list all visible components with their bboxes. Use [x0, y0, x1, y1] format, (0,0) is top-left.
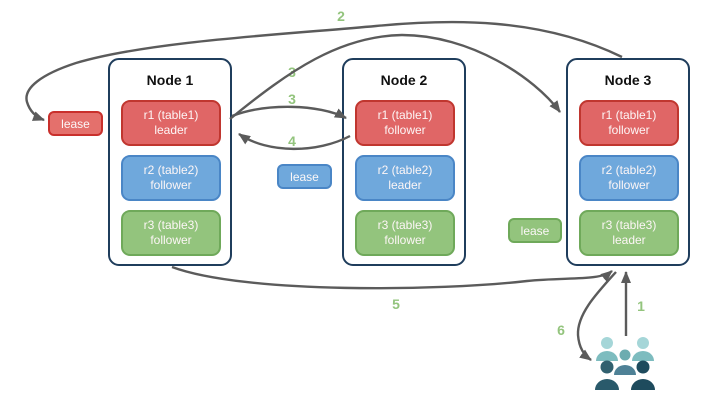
- replica-role: follower: [384, 233, 426, 247]
- node-1-replica-r2: r2 (table2) follower: [121, 155, 221, 201]
- person-body-icon: [595, 379, 619, 390]
- node-3-title: Node 3: [604, 72, 652, 88]
- person-head-icon: [637, 337, 649, 349]
- node-2-replica-r2: r2 (table2) leader: [355, 155, 455, 201]
- replica-name: r1 (table1): [377, 108, 433, 122]
- step-label-2: 2: [337, 8, 345, 24]
- person-body-icon: [631, 379, 655, 390]
- node-2-replica-r3: r3 (table3) follower: [355, 210, 455, 256]
- replica-role: follower: [384, 123, 426, 137]
- replica-role: follower: [150, 233, 192, 247]
- replica-name: r2 (table2): [377, 163, 433, 177]
- replica-name: r1 (table1): [143, 108, 199, 122]
- replica-role: follower: [608, 178, 650, 192]
- node-2-title: Node 2: [380, 72, 428, 88]
- step-label-6: 6: [557, 322, 565, 338]
- person-head-icon: [601, 337, 613, 349]
- person-body-icon: [596, 351, 618, 361]
- node-3-box: Node 3 r1 (table1) follower r2 (table2) …: [566, 58, 690, 266]
- person-body-icon: [614, 365, 636, 375]
- users-group-icon: [595, 337, 655, 390]
- arrow-step-6: [576, 271, 617, 361]
- node-1-box: Node 1 r1 (table1) leader r2 (table2) fo…: [108, 58, 232, 266]
- replica-name: r3 (table3): [601, 218, 657, 232]
- replica-name: r1 (table1): [601, 108, 657, 122]
- step-label-3b: 3: [288, 91, 296, 107]
- replica-name: r2 (table2): [143, 163, 199, 177]
- step-label-3a: 3: [288, 64, 296, 80]
- person-head-icon: [600, 360, 614, 374]
- arrow-step-3-to-node2: [231, 105, 347, 120]
- step-label-4: 4: [288, 133, 296, 149]
- person-head-icon: [636, 360, 650, 374]
- person-head-icon: [619, 349, 631, 361]
- node-1-replica-r3: r3 (table3) follower: [121, 210, 221, 256]
- node-2-replica-r1: r1 (table1) follower: [355, 100, 455, 146]
- replica-role: leader: [154, 123, 188, 137]
- node-2-box: Node 2 r1 (table1) follower r2 (table2) …: [342, 58, 466, 266]
- arrow-step-5: [171, 265, 613, 290]
- replica-role: leader: [612, 233, 646, 247]
- node-3-replica-r2: r2 (table2) follower: [579, 155, 679, 201]
- lease-badge-r1: lease: [48, 111, 103, 136]
- person-body-icon: [632, 351, 654, 361]
- replica-name: r3 (table3): [377, 218, 433, 232]
- step-label-1: 1: [637, 298, 645, 314]
- node-3-replica-r3: r3 (table3) leader: [579, 210, 679, 256]
- replica-role: follower: [150, 178, 192, 192]
- node-1-title: Node 1: [146, 72, 194, 88]
- replica-name: r2 (table2): [601, 163, 657, 177]
- node-3-replica-r1: r1 (table1) follower: [579, 100, 679, 146]
- lease-badge-r3: lease: [508, 218, 562, 243]
- node-1-replica-r1: r1 (table1) leader: [121, 100, 221, 146]
- replica-name: r3 (table3): [143, 218, 199, 232]
- lease-badge-r2: lease: [277, 164, 332, 189]
- replica-role: leader: [388, 178, 422, 192]
- step-label-5: 5: [392, 296, 400, 312]
- replica-role: follower: [608, 123, 650, 137]
